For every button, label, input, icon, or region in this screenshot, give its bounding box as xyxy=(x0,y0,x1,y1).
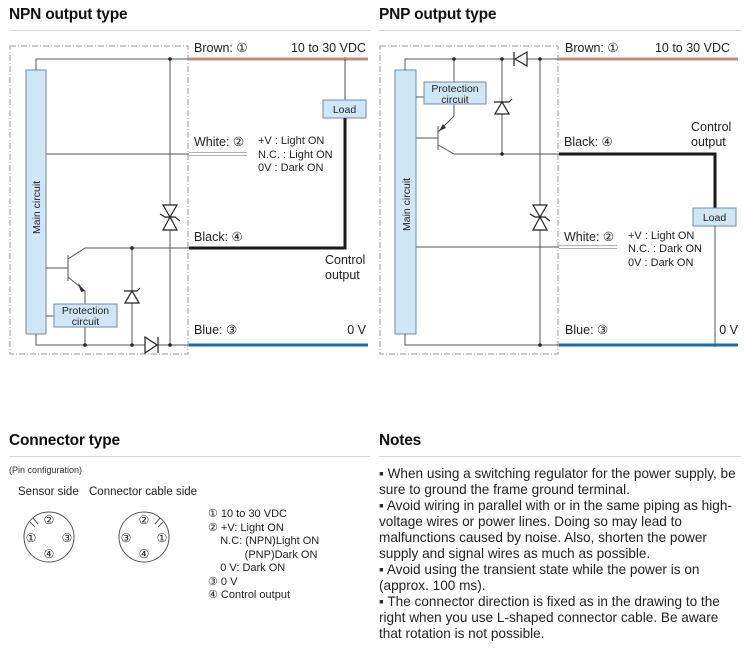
pnp-protection-label-2: circuit xyxy=(441,94,469,106)
connector-section-title: Connector type xyxy=(9,432,120,449)
npn-section-title: NPN output type xyxy=(9,6,128,23)
note-item: ▪ Avoid wiring in parallel with or in th… xyxy=(379,498,732,561)
npn-diode-icon xyxy=(144,335,159,355)
pnp-blue-label: Blue: ③ xyxy=(565,323,608,337)
npn-protection-circuit-box xyxy=(53,303,118,328)
pnp-white-mode-2: N.C. : Dark ON xyxy=(628,243,702,255)
pnp-load-label: Load xyxy=(703,212,727,224)
pnp-diode-icon xyxy=(513,50,528,68)
notes-section-title: Notes xyxy=(379,432,422,449)
note-item: ▪ When using a switching regulator for t… xyxy=(379,466,736,497)
pnp-zener-diode-icon xyxy=(493,98,513,115)
cable-side-connector: ② ③ ① ④ xyxy=(118,511,170,563)
pin-legend-line: ③ 0 V xyxy=(208,575,238,588)
notes-list: ▪ When using a switching regulator for t… xyxy=(379,466,741,642)
cable-pin-3: ③ xyxy=(121,531,132,545)
npn-blue-label: Blue: ③ xyxy=(194,323,237,337)
npn-load-label: Load xyxy=(333,104,357,116)
pin-legend-line: ① 10 to 30 VDC xyxy=(208,508,287,520)
connector-pin-diagrams: ② ① ③ ④ ② ③ ① ④ xyxy=(23,511,170,563)
pnp-surge-absorber-icon xyxy=(529,204,551,231)
pnp-protection-circuit-box xyxy=(423,81,487,105)
npn-title-rule xyxy=(9,30,370,31)
npn-zero-v-label: 0 V xyxy=(347,323,366,337)
sensor-pin-1: ① xyxy=(26,531,37,545)
sensor-pin-4: ④ xyxy=(44,547,55,561)
npn-control-output-label-2: output xyxy=(325,268,360,282)
pnp-control-output-label-2: output xyxy=(691,135,726,149)
pin-legend-line: ② +V: Light ON xyxy=(208,521,284,534)
cable-pin-2: ② xyxy=(139,513,150,527)
npn-surge-absorber-icon xyxy=(159,204,181,231)
pin-legend-line: N.C: (NPN)Light ON xyxy=(208,535,320,547)
pnp-black-label: Black: ④ xyxy=(564,135,613,149)
pnp-title-rule xyxy=(379,30,741,31)
npn-protection-label-1: Protection xyxy=(62,305,109,317)
notes-title-rule xyxy=(379,456,741,457)
pin-configuration-caption: (Pin configuration) xyxy=(9,465,83,475)
connector-title-rule xyxy=(9,456,370,457)
sensor-side-label: Sensor side xyxy=(18,486,79,498)
npn-zener-diode-icon xyxy=(123,287,141,304)
npn-white-mode-2: N.C. : Light ON xyxy=(258,149,333,161)
sensor-pin-3: ③ xyxy=(62,531,73,545)
sensor-pin-2: ② xyxy=(44,513,55,527)
pnp-control-output-label-1: Control xyxy=(691,120,731,134)
pin-legend-line: ④ Control output xyxy=(208,589,291,601)
npn-supply-label: 10 to 30 VDC xyxy=(291,41,366,55)
pnp-section-title: PNP output type xyxy=(379,6,497,23)
pin-legend: ① 10 to 30 VDC ② +V: Light ON N.C: (NPN)… xyxy=(208,508,319,603)
pnp-zero-v-label: 0 V xyxy=(719,323,738,337)
npn-brown-label: Brown: ① xyxy=(194,41,248,55)
cable-pin-4: ④ xyxy=(139,547,150,561)
pnp-supply-label: 10 to 30 VDC xyxy=(655,41,730,55)
pnp-white-label: White: ② xyxy=(564,230,614,244)
npn-main-circuit-label: Main circuit xyxy=(31,181,43,234)
npn-white-mode-3: 0V : Dark ON xyxy=(258,162,323,174)
npn-white-label: White: ② xyxy=(194,135,244,149)
npn-white-mode-1: +V : Light ON xyxy=(258,135,324,147)
npn-sensor-boundary xyxy=(9,45,189,355)
note-item: ▪ Avoid using the transient state while … xyxy=(379,562,700,593)
pnp-white-mode-1: +V : Light ON xyxy=(628,230,694,242)
pin-legend-line: (PNP)Dark ON xyxy=(208,548,318,561)
npn-protection-label-2: circuit xyxy=(72,316,100,328)
sensor-side-connector: ② ① ③ ④ xyxy=(23,511,75,563)
pnp-white-mode-3: 0V : Dark ON xyxy=(628,257,693,269)
pin-legend-line: 0 V: Dark ON xyxy=(208,562,286,574)
pnp-sensor-boundary xyxy=(379,45,559,355)
pnp-black-wire xyxy=(559,152,717,208)
npn-black-wire xyxy=(189,118,347,250)
pnp-main-circuit-label: Main circuit xyxy=(401,178,413,231)
npn-white-wire xyxy=(189,152,247,156)
pnp-white-wire xyxy=(559,245,617,249)
pnp-protection-label-1: Protection xyxy=(431,83,478,95)
pnp-circuit-diagram: Main circuit Protection circuit xyxy=(379,41,739,355)
npn-control-output-label-1: Control xyxy=(325,253,365,267)
pnp-brown-label: Brown: ① xyxy=(565,41,619,55)
note-item: ▪ The connector direction is fixed as in… xyxy=(379,594,720,641)
npn-black-label: Black: ④ xyxy=(194,230,243,244)
cable-side-label: Connector cable side xyxy=(89,486,198,498)
cable-pin-1: ① xyxy=(157,531,168,545)
npn-circuit-diagram: Main circuit Protection circuit xyxy=(9,41,368,355)
